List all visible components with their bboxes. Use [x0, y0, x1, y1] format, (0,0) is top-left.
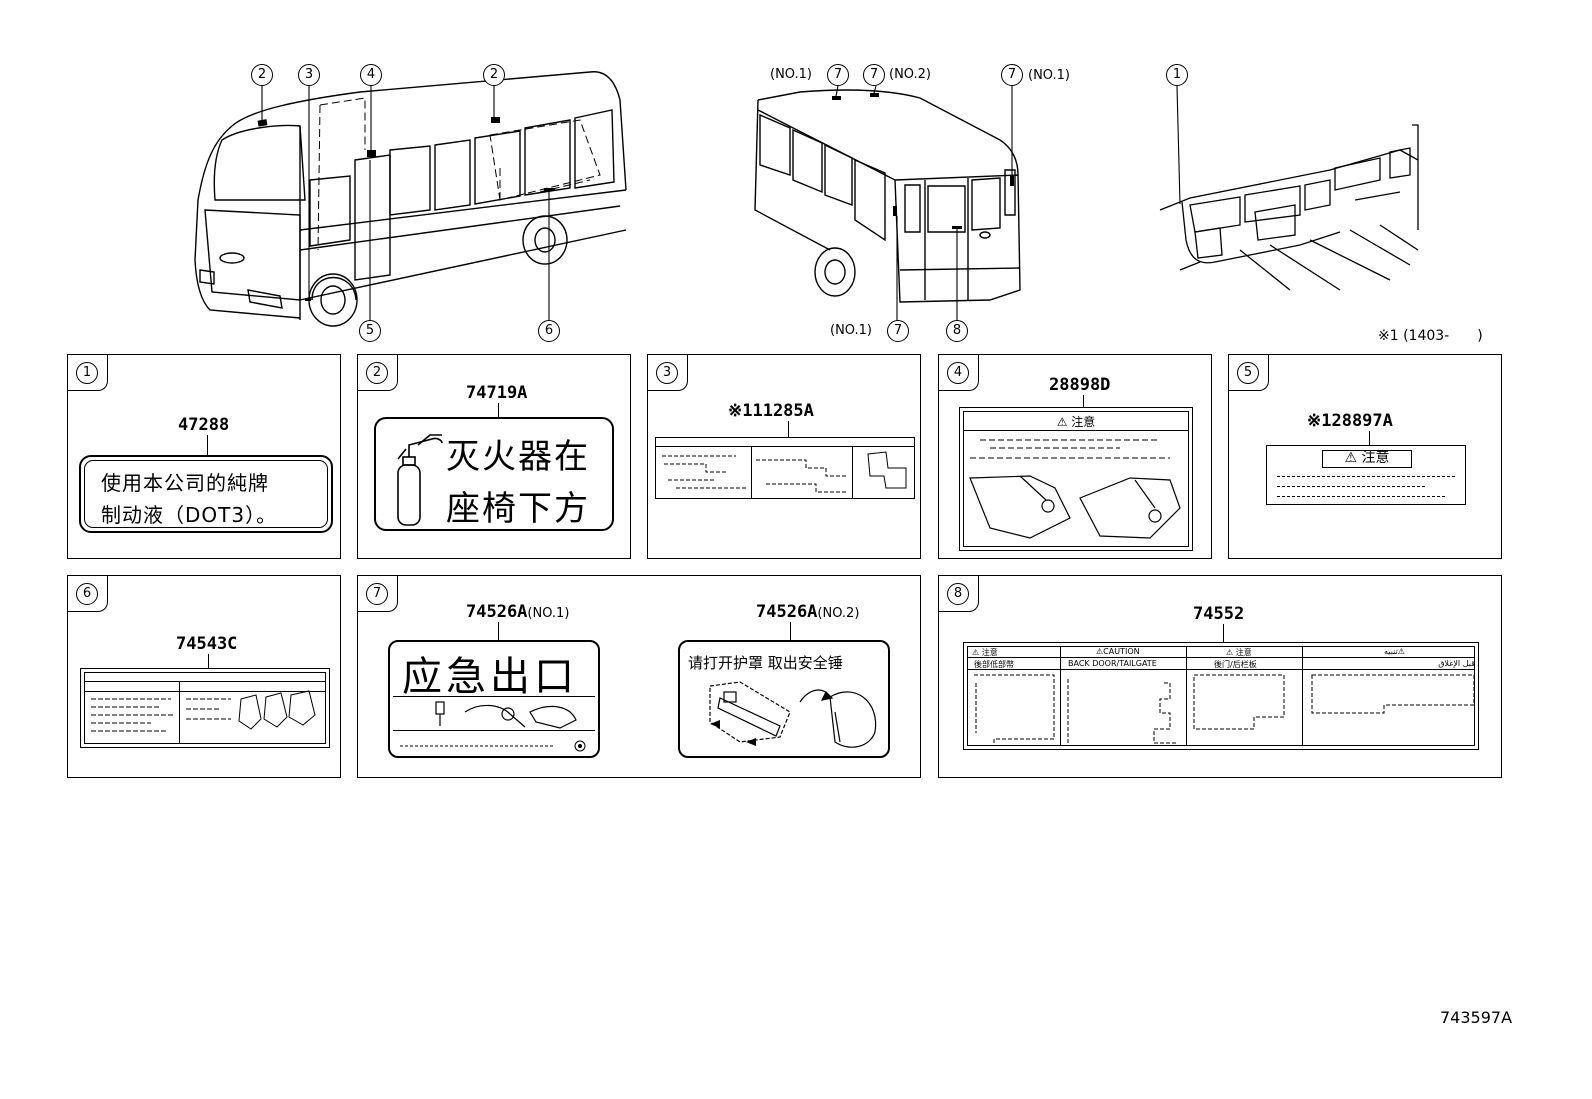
label-caution-strip: ⚠ 注意: [1266, 445, 1466, 505]
warning-triangle-icon: ⚠: [1344, 450, 1358, 466]
panel-number: 5: [1237, 362, 1259, 384]
panel-number: 3: [656, 362, 678, 384]
callout-rear-label-1: (NO.1): [770, 67, 812, 82]
warning-triangle-icon: ⚠: [1096, 647, 1104, 656]
panel-number: 1: [76, 362, 98, 384]
callout-rear-4: 7: [887, 320, 909, 342]
caution-subheader-4: قبل الإغلاق: [1438, 659, 1475, 668]
figure-id: 743597A: [1440, 1008, 1513, 1027]
panel-4: 4 28898D ⚠ 注意: [938, 354, 1212, 559]
hammer-pictogram: [400, 701, 586, 752]
callout-left-3: 4: [360, 64, 382, 86]
panel-5: 5 ※128897A ⚠ 注意: [1228, 354, 1502, 559]
part-number-b: 74526A(NO.2): [756, 602, 860, 622]
panel-tab: 1: [68, 355, 108, 391]
panel-tab: 2: [358, 355, 398, 391]
callout-rear-5: 8: [946, 320, 968, 342]
panel-3: 3 ※111285A: [647, 354, 921, 559]
label-extinguisher: 灭火器在 座椅下方: [374, 417, 614, 531]
label-warning-diagram: [655, 437, 915, 499]
caution-header: ⚠ 注意: [1322, 450, 1412, 468]
caution-header-4: تنبيه⚠: [1384, 647, 1405, 656]
label-text-line1: 灭火器在: [446, 437, 590, 477]
extinguisher-icon: [397, 434, 443, 526]
panel-number: 7: [366, 583, 388, 605]
warning-triangle-icon: ⚠: [1056, 415, 1068, 429]
callout-rear-1: 7: [827, 64, 849, 86]
panel-tab: 6: [68, 576, 108, 612]
callout-rear-label-3: (NO.1): [1028, 68, 1070, 83]
panel-number: 6: [76, 583, 98, 605]
panel-7: 7 74526A(NO.1) 应急出口 74526A(NO.2) 请打开护罩 取…: [357, 575, 921, 778]
label-emergency-exit: 应急出口: [388, 640, 600, 758]
caution-header-1: ⚠ 注意: [972, 648, 998, 657]
panel-number: 2: [366, 362, 388, 384]
caution-subheader-3: 後门/后栏板: [1214, 660, 1257, 669]
callout-left-4: 2: [483, 64, 505, 86]
footnote-label: ※1 (1403- ): [1378, 328, 1483, 344]
callout-left-1: 2: [251, 64, 273, 86]
panel-8: 8 74552 ⚠ 注意 ⚠CAUTION ⚠ 注意 تنبيه⚠ 後部低部幣 …: [938, 575, 1502, 778]
label-text-line2: 制动液（DOT3）。: [101, 503, 278, 527]
panel-1: 1 47288 使用本公司的純牌 制动液（DOT3）。: [67, 354, 341, 559]
panel-tab: 4: [939, 355, 979, 391]
safety-hammer-text: 请打开护罩 取出安全锤: [688, 654, 843, 672]
callout-left-6: 6: [538, 320, 560, 342]
label-seat-diagram: [80, 668, 330, 748]
part-number: 74552: [1193, 604, 1245, 624]
panel-tab: 8: [939, 576, 979, 612]
panel-tab: 7: [358, 576, 398, 612]
panel-number: 8: [947, 583, 969, 605]
part-number: 28898D: [1049, 375, 1111, 395]
callout-rear-label-2: (NO.2): [889, 67, 931, 82]
label-text-line1: 使用本公司的純牌: [101, 471, 269, 495]
caution-subheader-2: BACK DOOR/TAILGATE: [1068, 659, 1157, 668]
panel-6: 6 74543C: [67, 575, 341, 778]
label-brake-fluid: 使用本公司的純牌 制动液（DOT3）。: [79, 455, 333, 533]
part-number: ※128897A: [1307, 411, 1393, 431]
emergency-exit-title: 应急出口: [402, 654, 578, 700]
part-number: ※111285A: [728, 401, 814, 421]
part-number: 47288: [178, 415, 230, 435]
callout-rear-3: 7: [1001, 64, 1023, 86]
warning-triangle-icon: ⚠: [972, 648, 980, 657]
warning-triangle-icon: ⚠: [1226, 648, 1234, 657]
callout-left-5: 5: [359, 320, 381, 342]
caution-header-2: ⚠CAUTION: [1096, 647, 1140, 656]
panel-number: 4: [947, 362, 969, 384]
part-number: 74719A: [466, 383, 528, 403]
label-back-door-caution: ⚠ 注意 ⚠CAUTION ⚠ 注意 تنبيه⚠ 後部低部幣 BACK DOO…: [963, 642, 1479, 750]
label-safety-hammer: 请打开护罩 取出安全锤: [678, 640, 890, 758]
part-number: 74543C: [176, 634, 238, 654]
caution-subheader-1: 後部低部幣: [974, 660, 1014, 669]
part-number-a: 74526A(NO.1): [466, 602, 570, 622]
caution-header: ⚠ 注意: [1056, 415, 1096, 429]
callout-left-2: 3: [298, 64, 320, 86]
label-text-line2: 座椅下方: [446, 489, 590, 529]
hammer-cover-pictogram: [709, 681, 877, 748]
callout-rear-2: 7: [863, 64, 885, 86]
callout-rear-label-4: (NO.1): [830, 323, 872, 338]
warning-triangle-icon: ⚠: [1397, 647, 1405, 656]
label-caution-door: ⚠ 注意: [959, 407, 1193, 551]
caution-header-3: ⚠ 注意: [1226, 648, 1252, 657]
panel-tab: 3: [648, 355, 688, 391]
panel-tab: 5: [1229, 355, 1269, 391]
panel-2: 2 74719A 灭火器在 座椅下方: [357, 354, 631, 559]
callout-dash-1: 1: [1166, 64, 1188, 86]
